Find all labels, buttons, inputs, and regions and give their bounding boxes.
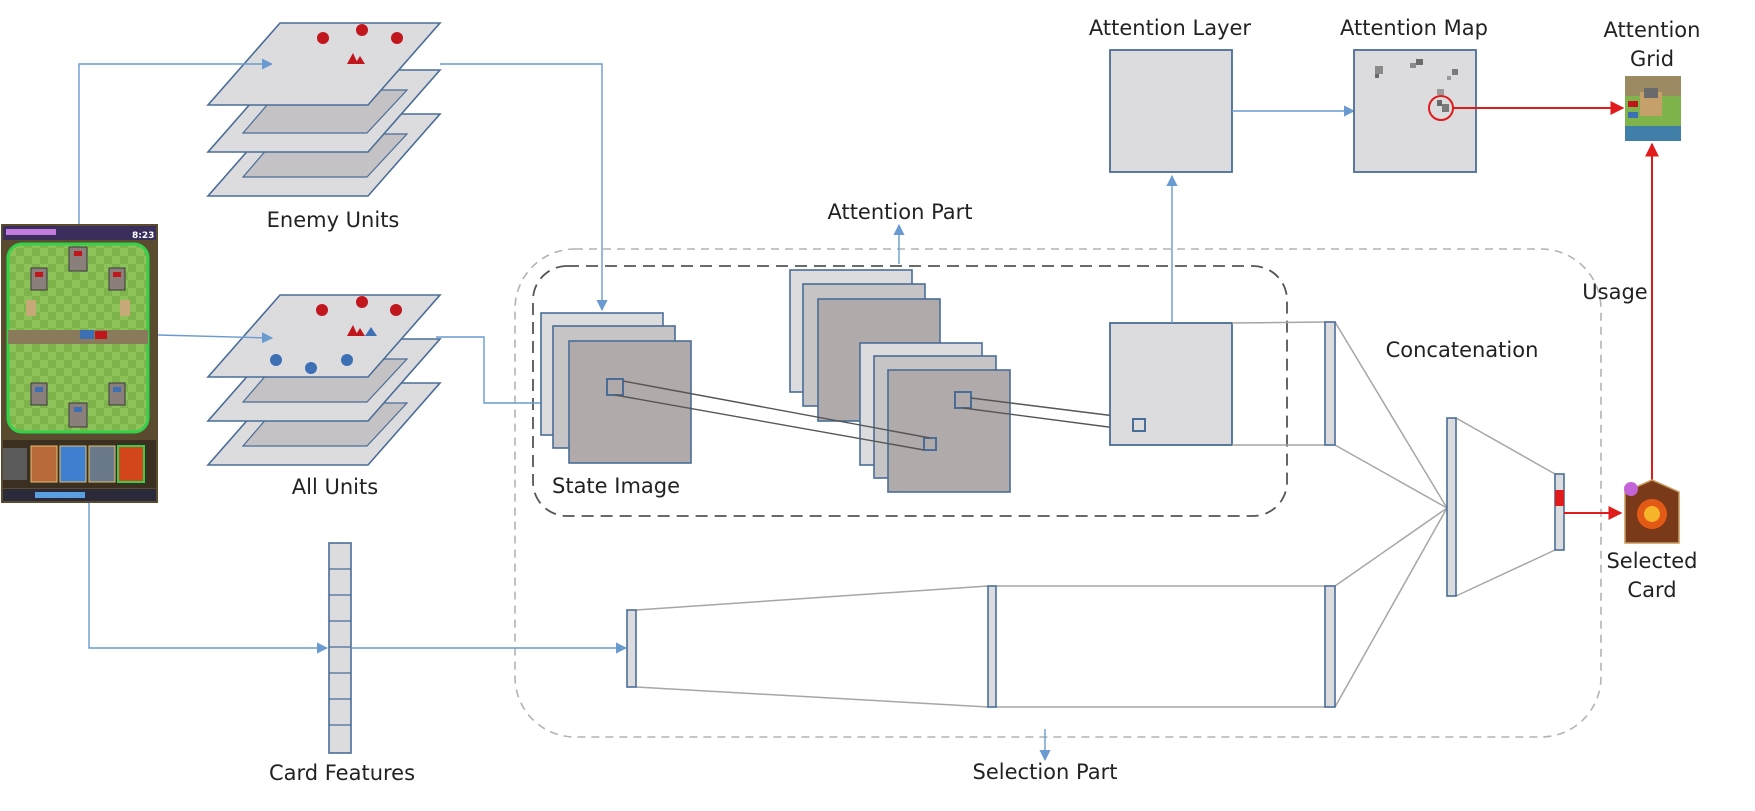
enemy-unit-marker bbox=[356, 24, 368, 36]
ally-unit-marker bbox=[341, 354, 353, 366]
attention-part-label: Attention Part bbox=[827, 200, 972, 224]
selected-card-label-line2: Card bbox=[1627, 578, 1676, 602]
attention-map-label: Attention Map bbox=[1340, 16, 1488, 40]
fc-layer-attention bbox=[1324, 321, 1336, 446]
enemy-unit-marker bbox=[355, 328, 365, 336]
attention-feature-map bbox=[1109, 322, 1233, 446]
attention-feature-cell bbox=[1132, 418, 1146, 432]
enemy-unit-marker bbox=[316, 304, 328, 316]
all-units-label: All Units bbox=[292, 475, 378, 499]
game-timer: 8:23 bbox=[132, 231, 154, 241]
attention-grid-label-line1: Attention bbox=[1604, 18, 1701, 42]
fc-connections bbox=[635, 321, 1556, 708]
attention-layer-label: Attention Layer bbox=[1089, 16, 1252, 40]
enemy-unit-marker bbox=[356, 296, 368, 308]
ally-unit-marker bbox=[270, 354, 282, 366]
usage-label: Usage bbox=[1582, 280, 1647, 304]
selection-part-border bbox=[514, 248, 1602, 738]
fc-layer-card-hidden bbox=[987, 585, 997, 708]
all-units-planes bbox=[206, 294, 442, 466]
enemy-unit-marker bbox=[391, 32, 403, 44]
attention-grid-thumbnail bbox=[1625, 76, 1681, 141]
concatenation-layer bbox=[1446, 417, 1457, 597]
fc-layer-card-input bbox=[626, 609, 637, 688]
selected-card-label-line1: Selected bbox=[1606, 549, 1697, 573]
output-layer bbox=[1554, 473, 1565, 551]
selection-part-label: Selection Part bbox=[973, 760, 1118, 784]
enemy-unit-marker bbox=[347, 325, 358, 336]
enemy-unit-marker bbox=[317, 32, 329, 44]
attention-layer-box bbox=[1109, 49, 1233, 173]
attention-part-border bbox=[532, 265, 1288, 517]
selected-card-icon bbox=[1624, 479, 1680, 544]
attention-grid-label-line2: Grid bbox=[1630, 47, 1674, 71]
fc-layer-card-output bbox=[1324, 585, 1336, 708]
input-flow-arrows bbox=[78, 58, 628, 654]
ally-unit-marker bbox=[305, 362, 317, 374]
state-image-stack bbox=[540, 312, 692, 464]
state-image-label: State Image bbox=[552, 474, 680, 498]
enemy-units-planes bbox=[206, 22, 442, 197]
ally-unit-marker bbox=[365, 327, 377, 336]
enemy-unit-marker bbox=[355, 56, 365, 64]
enemy-unit-marker bbox=[347, 53, 358, 64]
concatenation-label: Concatenation bbox=[1386, 338, 1539, 362]
card-features-vector bbox=[328, 542, 352, 754]
game-screenshot: 8:23 bbox=[1, 224, 158, 503]
enemy-unit-marker bbox=[390, 304, 402, 316]
attention-map bbox=[1353, 49, 1477, 173]
card-features-label: Card Features bbox=[269, 761, 415, 785]
conv-layer-2-stack bbox=[859, 342, 1011, 493]
enemy-units-label: Enemy Units bbox=[267, 208, 400, 232]
